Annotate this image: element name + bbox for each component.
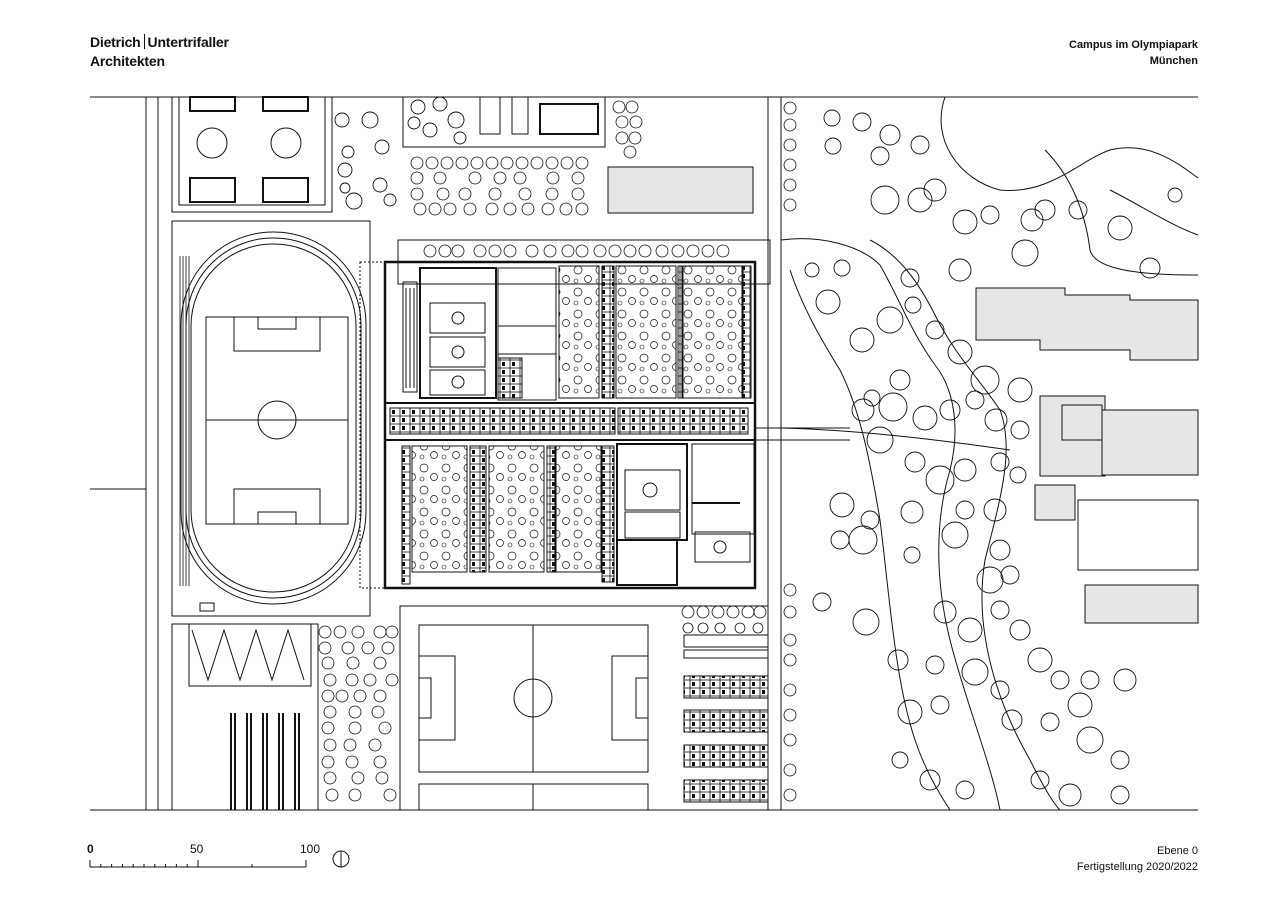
project-title: Campus im Olympiapark: [1069, 39, 1198, 51]
park-paths: [780, 96, 1199, 811]
jump-area: [171, 623, 319, 811]
neighbour-buildings: [975, 287, 1199, 624]
scale-label-0: 0: [87, 842, 94, 856]
scale-label-50: 50: [190, 842, 204, 856]
project-city: München: [1149, 55, 1198, 67]
athletics-stadium: [171, 220, 371, 617]
office-name-part2: Untertrifaller: [147, 34, 229, 50]
completion-date: Fertigstellung 2020/2022: [1076, 861, 1198, 873]
north-arrow-icon: [332, 850, 350, 868]
sports-court-top-left: [171, 96, 333, 213]
football-field: [399, 605, 769, 811]
drawing-info: Ebene 0 Fertigstellung 2020/2022: [1077, 843, 1198, 875]
drawing-level: Ebene 0: [1157, 845, 1198, 857]
trees: [318, 96, 1183, 807]
parking-area: [683, 634, 769, 803]
project-info: Campus im Olympiapark München: [1069, 37, 1198, 69]
office-name-part1: Dietrich: [90, 34, 141, 50]
scale-bar: [89, 860, 307, 868]
logo-divider: [143, 34, 145, 49]
campus-building: [359, 239, 771, 590]
scale-label-100: 100: [300, 842, 321, 856]
office-logo: Dietrich Untertrifaller Architekten: [90, 33, 229, 71]
office-name-line2: Architekten: [90, 53, 165, 69]
top-courts: [402, 96, 754, 214]
